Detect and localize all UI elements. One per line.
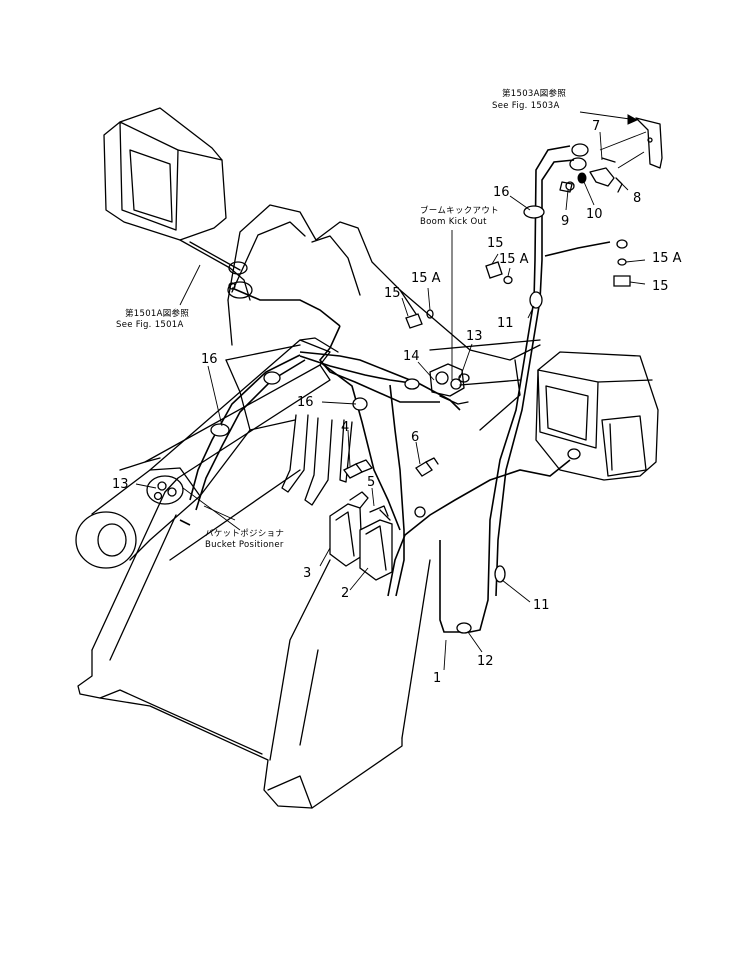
callout-labels: 1 2 3 4 5 6 7 8 9 10 11 11 12 13 13 14 1… (112, 119, 682, 686)
callout-8: 8 (633, 191, 641, 206)
callout-1: 1 (433, 671, 441, 686)
callout-16-left: 16 (201, 352, 218, 367)
reference-notes: 第1503A図参照 See Fig. 1503A 第1501A図参照 See F… (116, 88, 566, 550)
boom-arm (119, 204, 541, 493)
callout-15-upper: 15 (487, 236, 504, 251)
bolts (343, 181, 631, 479)
ref-1501a-en: See Fig. 1501A (116, 320, 184, 330)
callout-11-upper: 11 (497, 316, 514, 331)
callout-15-center: 15 (384, 286, 401, 301)
callout-12: 12 (477, 654, 494, 669)
callout-6: 6 (411, 430, 419, 445)
left-rear-lamp (103, 107, 253, 301)
callout-2: 2 (341, 586, 349, 601)
callout-14: 14 (403, 349, 420, 364)
callout-7: 7 (592, 119, 600, 134)
callout-9: 9 (561, 214, 569, 229)
callout-5: 5 (367, 475, 375, 490)
callout-11-lower: 11 (533, 598, 550, 613)
callout-4: 4 (341, 420, 349, 435)
callout-13-left: 13 (112, 477, 129, 492)
ref-bucket-pos-jp: バケットポジショナ (205, 529, 284, 539)
boom-kickout-switch (429, 363, 470, 405)
callout-13-right: 13 (466, 329, 483, 344)
callout-16-center: 16 (297, 395, 314, 410)
right-rear-lamp (535, 351, 659, 481)
mount-bracket (559, 111, 663, 193)
ref-1501a-jp: 第1501A図参照 (125, 308, 189, 319)
callout-15-right: 15 (652, 279, 669, 294)
loader-frame (77, 344, 431, 809)
ref-1503a-en: See Fig. 1503A (492, 101, 560, 111)
ref-boom-kick-en: Boom Kick Out (420, 217, 487, 227)
ref-bucket-pos-en: Bucket Positioner (205, 540, 284, 550)
callout-10: 10 (586, 207, 603, 222)
callout-3: 3 (303, 566, 311, 581)
callout-15a-upper: 15 A (499, 252, 529, 267)
leader-lines (135, 131, 646, 671)
callout-15a-right: 15 A (652, 251, 682, 266)
wiring-harness (179, 145, 611, 633)
callout-15a-center: 15 A (411, 271, 441, 286)
ref-1503a-jp: 第1503A図参照 (502, 88, 566, 99)
tilt-cylinder (75, 337, 339, 569)
ref-boom-kick-jp: ブームキックアウト (420, 205, 499, 216)
horn-assembly (329, 491, 393, 581)
callout-16-upper: 16 (493, 185, 510, 200)
